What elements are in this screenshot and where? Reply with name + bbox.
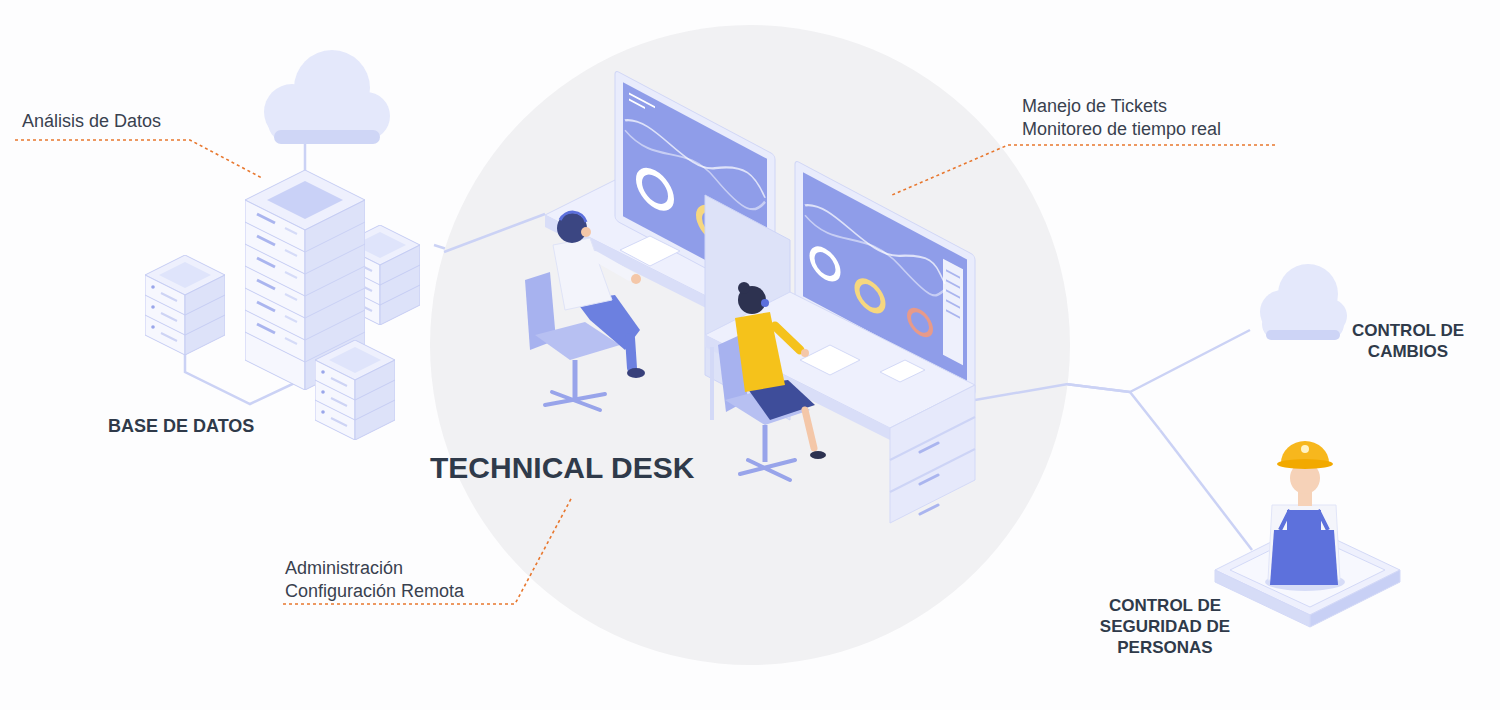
worker-figure — [1277, 459, 1333, 469]
operator-man — [560, 212, 586, 222]
operator-man — [627, 368, 645, 378]
server-rack — [315, 340, 395, 440]
operator-woman — [761, 299, 769, 307]
worker-node: CONTROL DE SEGURIDAD DE PERSONAS — [1085, 430, 1410, 670]
operator-man — [630, 338, 632, 368]
desk-right — [890, 417, 975, 492]
chair-woman — [740, 460, 795, 480]
callout-label: Monitoreo de tiempo real — [1022, 118, 1221, 140]
leader-line — [15, 140, 262, 178]
callout-label: Administración — [285, 557, 403, 579]
cloud-node: CONTROL DE CAMBIOS — [1250, 250, 1490, 370]
network-wire — [975, 384, 1068, 400]
network-connector — [1068, 330, 1250, 392]
desk-right — [890, 385, 975, 523]
callout-label: Análisis de Datos — [22, 110, 161, 132]
desk-right — [920, 443, 938, 514]
server-rack — [145, 255, 225, 355]
cloud-shape — [1313, 299, 1347, 333]
operator-woman — [775, 326, 800, 350]
keyboard — [620, 236, 680, 266]
operator-man — [631, 274, 641, 284]
operator-man — [581, 227, 591, 237]
monitor-right — [805, 194, 945, 285]
callout-label: Manejo de Tickets — [1022, 95, 1167, 117]
network-connector — [1068, 384, 1160, 430]
operator-woman — [738, 282, 750, 294]
monitor-left — [625, 107, 765, 200]
monitor-left — [625, 125, 765, 218]
chair-man — [573, 360, 578, 398]
monitor-left — [629, 93, 655, 113]
desk-right — [705, 292, 975, 523]
node-title: CONTROL DE SEGURIDAD DE PERSONAS — [1095, 595, 1235, 658]
cloud-shade — [1266, 330, 1340, 340]
cloud-icon — [274, 130, 380, 144]
network-connector — [434, 245, 445, 248]
operator-man — [595, 256, 630, 276]
desk-right — [800, 345, 860, 375]
operator-woman — [805, 410, 814, 448]
monitor-right — [909, 306, 931, 340]
cloud-shape — [1260, 264, 1347, 340]
circle-ground — [430, 25, 1070, 665]
monitor-right — [943, 259, 963, 366]
operator-woman — [810, 451, 826, 459]
operator-man — [553, 238, 612, 310]
worker-figure — [1280, 510, 1328, 530]
network-wire — [444, 214, 545, 252]
monitor-right — [812, 244, 838, 284]
worker-figure — [1287, 510, 1321, 532]
leader-line — [283, 497, 572, 604]
worker-figure — [1270, 530, 1338, 585]
operator-woman — [801, 349, 809, 357]
operator-man — [553, 212, 645, 378]
node-title: CONTROL DE CAMBIOS — [1338, 320, 1478, 362]
desk-right — [880, 360, 925, 382]
chair-man — [545, 392, 605, 410]
leader-line — [892, 145, 1275, 195]
cloud-icon — [264, 50, 390, 144]
operator-woman — [735, 282, 826, 459]
callout-label: Configuración Remota — [285, 580, 464, 602]
worker-figure — [1298, 492, 1312, 506]
worker-figure — [1265, 441, 1345, 591]
desk-right — [710, 347, 714, 420]
monitor-right — [857, 276, 883, 316]
operator-man — [557, 213, 587, 243]
worker-figure — [1301, 445, 1309, 453]
monitor-right — [946, 270, 960, 317]
server-rack — [145, 170, 420, 440]
monitor-left — [639, 165, 671, 214]
chair-woman — [763, 425, 768, 462]
network-wire — [1160, 430, 1252, 550]
keyboard — [620, 236, 680, 266]
